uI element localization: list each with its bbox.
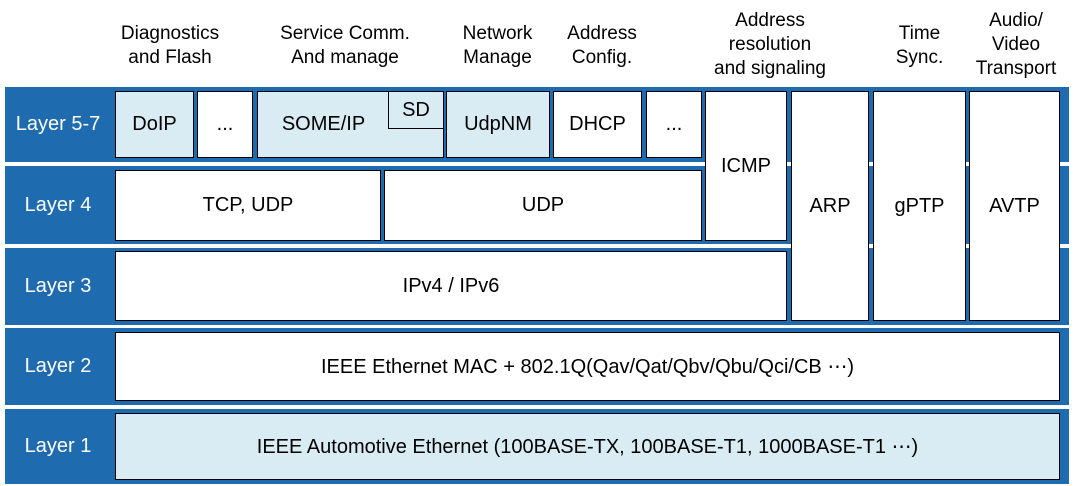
arp-box: ARP [791, 91, 869, 321]
tcp-udp-box: TCP, UDP [115, 170, 381, 241]
ipv4-ipv6-box: IPv4 / IPv6 [115, 251, 787, 321]
layer-label-1: Layer 1 [24, 435, 92, 457]
header-time-sync: Time Sync. [895, 23, 944, 68]
gptp-box: gPTP [873, 91, 966, 321]
layer-label-2: Layer 2 [24, 355, 92, 377]
ethernet-mac-box: IEEE Ethernet MAC + 802.1Q(Qav/Qat/Qbv/Q… [115, 332, 1060, 401]
header-address-config: Address Config. [567, 23, 637, 68]
header-network: Network Manage [462, 23, 533, 68]
ellipsis-box-1: ... [197, 91, 253, 158]
layer-label-3: Layer 3 [24, 275, 92, 297]
udp-box: UDP [384, 170, 702, 241]
icmp-box: ICMP [705, 91, 787, 241]
automotive-ethernet-box: IEEE Automotive Ethernet (100BASE-TX, 10… [115, 413, 1060, 480]
udpnm-box: UdpNM [446, 91, 550, 158]
layer-label-4: Layer 4 [24, 193, 92, 216]
header-service: Service Comm. And manage [280, 23, 410, 68]
avtp-box: AVTP [969, 91, 1060, 321]
someip-label: SOME/IP [281, 113, 366, 135]
doip-box: DoIP [115, 91, 194, 158]
ellipsis-box-2: ... [646, 91, 702, 158]
header-audio-video: Audio/ Video Transport [975, 10, 1057, 79]
dhcp-box: DHCP [553, 91, 642, 158]
header-diagnostics: Diagnostics and Flash [120, 23, 220, 68]
header-address-resolution: Address resolution and signaling [714, 10, 826, 79]
sd-box: SD [388, 91, 444, 129]
layer-label-5-7: Layer 5-7 [15, 113, 101, 135]
